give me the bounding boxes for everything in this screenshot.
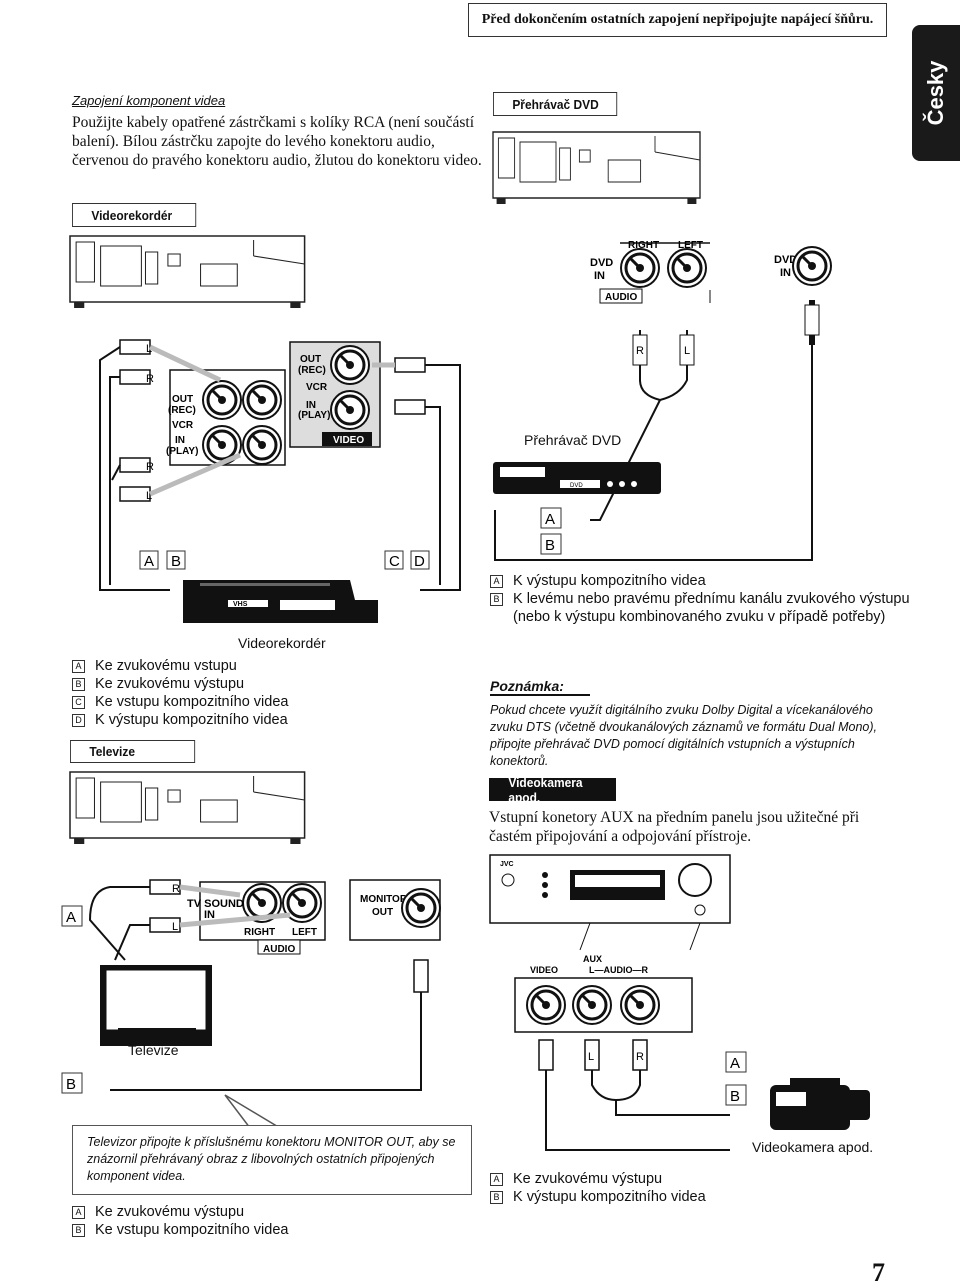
tv-front [100,965,212,1046]
dvd-player-caption: Přehrávač DVD [524,432,622,448]
svg-text:DVD: DVD [774,254,797,266]
svg-text:R: R [636,1051,644,1063]
svg-text:A: A [144,553,154,570]
aux-panel: AUX VIDEO L—AUDIO—R L R A B [514,954,747,1151]
audio-text: AUDIO [605,292,637,303]
svg-text:RIGHT: RIGHT [244,927,275,938]
dvd-front-text: DVD [570,483,583,489]
svg-text:IN: IN [204,909,215,921]
plug-r-dvd: R [636,345,644,357]
svg-text:VIDEO: VIDEO [530,965,558,975]
svg-text:AUX: AUX [583,954,602,964]
svg-text:B: B [171,553,181,570]
svg-text:VCR: VCR [172,420,194,431]
section-heading: Zapojení komponent videa [72,93,226,108]
svg-text:B: B [66,1076,76,1093]
tv-label: Televize [70,740,196,763]
svg-text:JVC: JVC [500,861,514,868]
camcorder-label: Videokamera apod. [489,775,616,805]
svg-text:(PLAY): (PLAY) [298,410,330,421]
svg-text:DVD: DVD [590,257,613,269]
svg-text:VCR: VCR [306,382,328,393]
svg-text:L: L [146,490,152,502]
tv-callout: Televizor připojte k příslušnému konekto… [72,1125,472,1195]
video-text: VIDEO [333,435,364,446]
dvd-audio-in-panel: RIGHT LEFT DVD IN AUDIO DVD IN R L [494,240,833,561]
svg-text:AUDIO: AUDIO [263,944,295,955]
svg-text:IN: IN [306,400,316,411]
svg-text:B: B [545,537,555,554]
svg-text:L—AUDIO—R: L—AUDIO—R [589,965,648,975]
plug-l-dvd: L [684,345,690,357]
svg-text:R: R [172,883,180,895]
svg-text:D: D [414,553,425,570]
svg-text:R: R [146,461,154,473]
svg-text:L: L [172,921,178,933]
tv-audio-panel: TV SOUND IN RIGHT LEFT AUDIO MONITOR OUT… [61,879,442,1094]
power-cord-warning: Před dokončením ostatních zapojení nepři… [468,3,887,37]
svg-text:LEFT: LEFT [292,927,317,938]
svg-text:R: R [146,373,154,385]
svg-text:(REC): (REC) [168,405,196,416]
note-title: Poznámka: [490,678,590,696]
vcr-label: Videorekordér [72,203,197,227]
svg-text:OUT: OUT [372,907,393,918]
camcorder-text: Vstupní konetory AUX na předním panelu j… [489,809,860,845]
svg-text:(PLAY): (PLAY) [166,446,198,457]
tv-caption: Televize [128,1042,179,1058]
language-tab: Česky [912,25,960,161]
svg-text:A: A [730,1055,740,1072]
note-text: Pokud chcete využít digitálního zvuku Do… [490,703,877,768]
svg-text:B: B [730,1088,740,1105]
intro-text: Použijte kabely opatřené zástrčkami s ko… [72,114,482,169]
left-text: LEFT [678,240,703,251]
camcorder [770,1078,870,1130]
svg-text:IN: IN [594,270,605,282]
vhs-text: VHS [233,601,248,608]
receiver-front: JVC [489,854,731,951]
svg-text:(REC): (REC) [298,365,326,376]
dvd-player-front: DVD [493,462,661,494]
right-text: RIGHT [628,240,659,251]
vcr-audio-panel: VIDEO OUT (REC) VCR IN (PLAY) OUT (REC) … [99,339,461,591]
svg-text:OUT: OUT [172,394,193,405]
svg-text:IN: IN [175,435,185,446]
page-number: 7 [872,1258,885,1287]
svg-text:L: L [588,1051,594,1063]
svg-text:A: A [66,909,76,926]
tv-rear-panel [69,771,306,845]
vcr-caption: Videorekordér [238,635,326,651]
svg-text:C: C [389,553,400,570]
svg-text:IN: IN [780,267,791,279]
svg-text:A: A [545,511,555,528]
vcr-front: VHS [183,580,378,623]
svg-text:MONITOR: MONITOR [360,894,408,905]
camcorder-caption: Videokamera apod. [752,1139,874,1155]
svg-text:TV SOUND: TV SOUND [187,898,244,910]
vcr-rear-panel [69,235,306,309]
dvd-player-label: Přehrávač DVD [493,92,618,116]
dvd-rear-panel [492,131,701,205]
letters-vcr: A B C D A B [139,507,562,570]
svg-text:OUT: OUT [300,354,321,365]
